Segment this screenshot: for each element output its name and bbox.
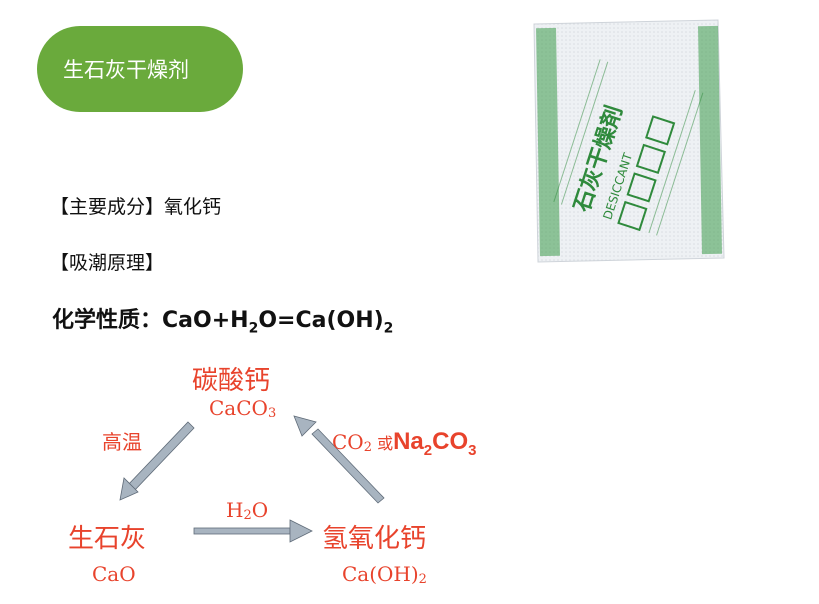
arrow-caco3-to-cao [119, 421, 195, 501]
desiccant-packet-image: 石灰干燥剤 DESICCANT [533, 19, 725, 263]
formula-part-a: CaO+H [162, 308, 249, 333]
co2-or-na2co3-label: CO2 或Na2CO3 [332, 428, 477, 459]
high-temp-label: 高温 [102, 430, 142, 454]
title-pill-text: 生石灰干燥剂 [63, 58, 189, 82]
title-pill: 生石灰干燥剂 [37, 26, 243, 112]
arrow-cao-to-caoh2 [193, 519, 313, 543]
reaction-arrows [119, 415, 385, 543]
main-component-line: 【主要成分】氧化钙 [50, 196, 222, 218]
formula-sub-1: 2 [248, 320, 259, 337]
caco3-chinese: 碳酸钙 [192, 366, 271, 396]
chemical-property-formula: 化学性质：CaO+H2O=Ca(OH)2 [52, 302, 393, 336]
principle-heading: 【吸潮原理】 [50, 252, 165, 274]
formula-sub-2: 2 [383, 320, 394, 337]
caoh2-formula: Ca(OH)2 [342, 562, 427, 587]
formula-part-b: O=Ca(OH) [258, 308, 384, 333]
caco3-formula: CaCO3 [209, 396, 277, 421]
reaction-cycle-diagram: 碳酸钙 CaCO3 高温 CO2 或Na2CO3 生石灰 CaO H2O 氢氧化… [0, 350, 560, 604]
cao-formula: CaO [92, 562, 136, 586]
h2o-label: H2O [226, 498, 269, 523]
caoh2-chinese: 氢氧化钙 [322, 524, 427, 554]
formula-label: 化学性质： [52, 308, 163, 333]
arrow-caoh2-to-caco3 [293, 415, 385, 504]
cao-chinese: 生石灰 [68, 524, 147, 554]
